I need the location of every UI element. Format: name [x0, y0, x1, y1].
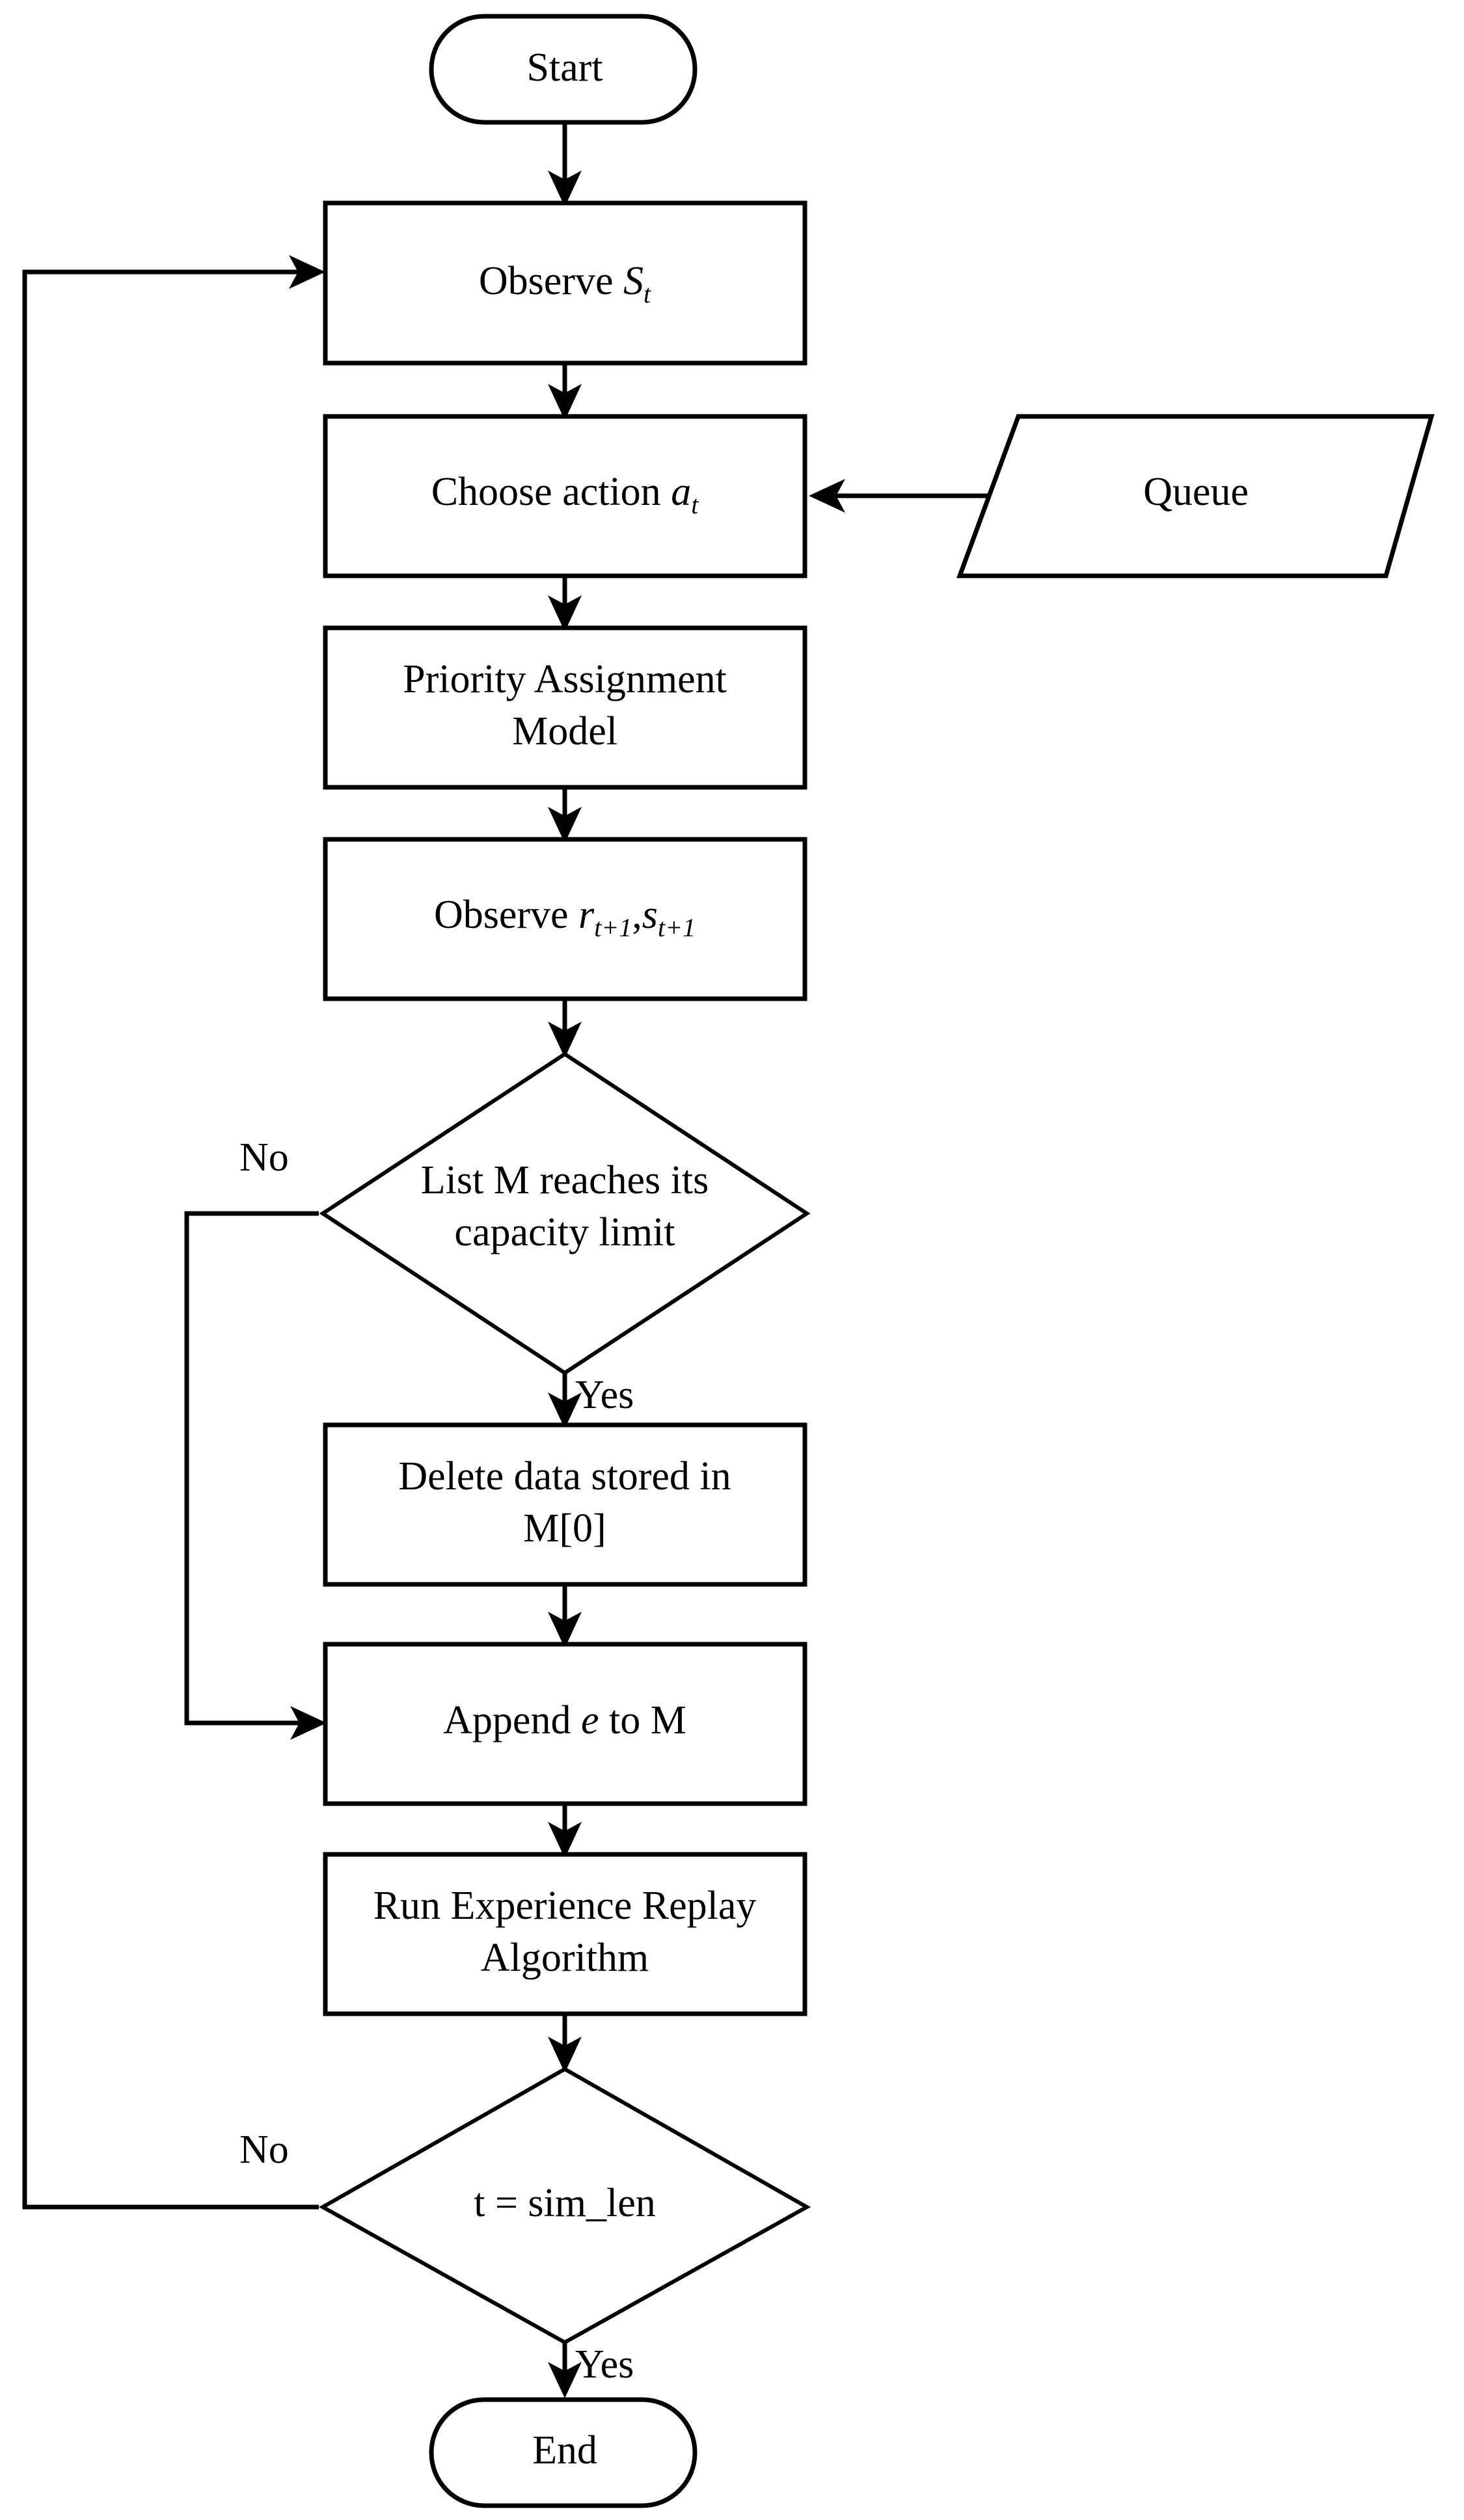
- node-observe-reward[interactable]: Observe rt+1,st+1: [323, 837, 807, 1001]
- edge-label-sim-len-yes: Yes: [575, 2342, 634, 2387]
- connector-append-e-to-run-replay: [548, 1804, 582, 1858]
- node-delete-data-line1: Delete data stored in: [398, 1454, 731, 1498]
- node-end[interactable]: End: [429, 2397, 698, 2508]
- node-run-replay-line2: Algorithm: [481, 1936, 649, 1980]
- connector-start-to-observe-state: [548, 122, 582, 207]
- append-e-symbol: e: [581, 1698, 599, 1742]
- node-choose-action[interactable]: Choose action at: [323, 414, 807, 578]
- node-sim-len-decision[interactable]: t = sim_len: [318, 2066, 811, 2345]
- node-capacity-decision-line1: List M reaches its: [421, 1158, 709, 1202]
- connector-choose-action-to-priority-model: [548, 576, 582, 632]
- node-start[interactable]: Start: [429, 14, 698, 125]
- observe-reward-symbol2: s: [642, 893, 658, 937]
- node-delete-data[interactable]: Delete data stored in M[0]: [323, 1422, 807, 1587]
- observe-state-subscript: t: [644, 279, 651, 308]
- connector-sim-len-yes-to-end: [548, 2342, 582, 2398]
- connector-queue-to-choose-action: [809, 479, 989, 513]
- node-observe-state[interactable]: Observe St: [323, 200, 807, 366]
- node-queue[interactable]: Queue: [956, 414, 1435, 578]
- connector-run-replay-to-sim-len-decision: [548, 2014, 582, 2073]
- node-observe-state-label: Observe St: [479, 259, 651, 308]
- observe-reward-subscript2: t+1: [658, 913, 696, 942]
- connector-priority-model-to-observe-reward: [548, 787, 582, 843]
- node-append-e[interactable]: Append e to M: [323, 1642, 807, 1806]
- node-run-replay-line1: Run Experience Replay: [373, 1884, 757, 1928]
- observe-reward-symbol1: r: [578, 893, 595, 937]
- edge-label-sim-len-no: No: [239, 2128, 289, 2172]
- node-capacity-decision[interactable]: List M reaches its capacity limit: [319, 1051, 811, 1375]
- node-end-label: End: [532, 2428, 597, 2473]
- node-choose-action-label: Choose action at: [431, 470, 699, 519]
- node-run-replay[interactable]: Run Experience Replay Algorithm: [323, 1852, 807, 2016]
- node-append-e-label: Append e to M: [443, 1698, 686, 1742]
- observe-state-symbol: S: [623, 259, 644, 303]
- edge-label-capacity-no: No: [239, 1135, 289, 1180]
- connector-observe-reward-to-capacity-decision: [548, 999, 582, 1058]
- connector-sim-len-no-to-observe-state: [22, 255, 325, 2210]
- observe-reward-prefix: Observe: [434, 893, 578, 937]
- observe-reward-subscript1: t+1: [594, 913, 632, 942]
- connector-observe-state-to-choose-action: [548, 363, 582, 420]
- node-priority-model-line2: Model: [512, 709, 617, 753]
- append-e-prefix: Append: [443, 1698, 581, 1742]
- edge-label-capacity-yes: Yes: [575, 1373, 634, 1417]
- node-priority-model[interactable]: Priority Assignment Model: [323, 625, 807, 790]
- node-queue-label: Queue: [1143, 470, 1249, 514]
- connector-capacity-no-to-append-e: [184, 1211, 327, 1740]
- observe-reward-separator: ,: [632, 893, 642, 937]
- append-e-suffix: to M: [599, 1698, 686, 1742]
- choose-action-subscript: t: [691, 490, 699, 519]
- choose-action-prefix: Choose action: [431, 470, 671, 514]
- choose-action-symbol: a: [671, 470, 691, 514]
- node-delete-data-line2: M[0]: [523, 1506, 606, 1551]
- node-sim-len-decision-label: t = sim_len: [474, 2181, 656, 2225]
- node-observe-reward-label: Observe rt+1,st+1: [434, 893, 696, 942]
- connector-capacity-yes-to-delete-data: [548, 1373, 582, 1429]
- node-capacity-decision-line2: capacity limit: [454, 1210, 675, 1254]
- observe-state-prefix: Observe: [479, 259, 623, 303]
- node-priority-model-line1: Priority Assignment: [403, 657, 727, 701]
- node-start-label: Start: [526, 46, 603, 90]
- connector-delete-data-to-append-e: [548, 1584, 582, 1648]
